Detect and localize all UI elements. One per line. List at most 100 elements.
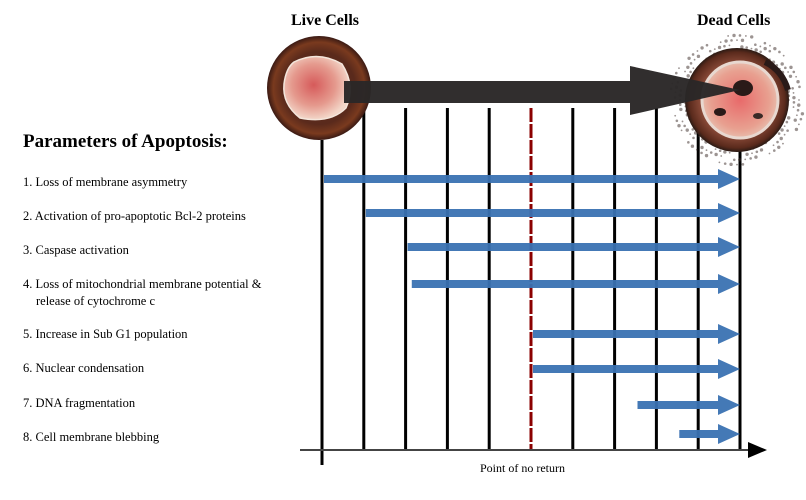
debris-particle xyxy=(683,124,686,128)
debris-particle xyxy=(791,86,794,90)
debris-particle xyxy=(693,58,696,61)
debris-particle xyxy=(773,46,777,51)
debris-particle xyxy=(708,49,712,53)
debris-particle xyxy=(686,65,690,70)
condensed-nucleus xyxy=(733,80,753,96)
parameter-arrow-8 xyxy=(679,424,740,444)
debris-particle xyxy=(695,148,698,151)
debris-particle xyxy=(689,62,693,65)
debris-particle xyxy=(795,75,798,78)
debris-particle xyxy=(755,150,759,154)
debris-particle xyxy=(782,54,785,57)
debris-particle xyxy=(777,132,781,135)
debris-particle xyxy=(797,103,801,107)
parameter-label-1: 1. Loss of membrane asymmetry xyxy=(23,175,188,189)
debris-particle xyxy=(730,39,733,42)
debris-particle xyxy=(677,123,681,128)
parameter-label-7: 7. DNA fragmentation xyxy=(23,396,136,410)
debris-particle xyxy=(728,151,731,154)
debris-particle xyxy=(736,163,738,166)
debris-particle xyxy=(776,140,779,144)
debris-particle xyxy=(786,116,791,120)
point-of-no-return-label: Point of no return xyxy=(480,461,565,475)
debris-particle xyxy=(700,151,703,155)
debris-particle xyxy=(792,70,796,74)
debris-particle xyxy=(687,56,691,60)
parameter-label-4: 4. Loss of mitochondrial membrane potent… xyxy=(23,277,262,291)
debris-particle xyxy=(727,35,730,37)
parameter-arrow-1 xyxy=(324,169,740,189)
parameter-arrow-4 xyxy=(411,274,740,294)
debris-particle xyxy=(674,71,678,75)
debris-particle xyxy=(738,158,742,162)
parameter-label-2: 2. Activation of pro-apoptotic Bcl-2 pro… xyxy=(23,209,246,223)
debris-particle xyxy=(783,133,786,136)
debris-particle xyxy=(759,45,762,48)
debris-particle xyxy=(787,71,789,73)
debris-particle xyxy=(741,163,745,166)
debris-particle xyxy=(782,142,784,145)
parameter-arrow-3 xyxy=(407,237,740,257)
debris-particle xyxy=(674,114,677,117)
debris-particle xyxy=(784,66,787,70)
debris-particle xyxy=(749,157,752,160)
debris-particle xyxy=(798,99,800,101)
debris-particle xyxy=(754,48,758,52)
membrane-bleb xyxy=(763,59,791,91)
debris-particle xyxy=(740,45,744,49)
debris-particle xyxy=(796,80,800,84)
debris-particle xyxy=(692,136,695,140)
debris-particle xyxy=(744,158,747,161)
debris-particle xyxy=(796,108,800,112)
parameter-label-8: 8. Cell membrane blebbing xyxy=(23,430,160,444)
live-cell-cytoplasm xyxy=(283,55,351,121)
debris-particle xyxy=(763,46,767,51)
debris-particle xyxy=(718,161,721,164)
debris-particle xyxy=(705,149,708,152)
parameter-arrows xyxy=(324,169,740,444)
debris-particle xyxy=(794,127,799,132)
dead-cell-image xyxy=(669,33,805,167)
debris-particle xyxy=(783,125,786,128)
debris-particle xyxy=(678,67,680,70)
debris-particle xyxy=(724,39,728,43)
debris-particle xyxy=(684,70,686,73)
debris-particle xyxy=(799,117,803,121)
parameters-heading: Parameters of Apoptosis: xyxy=(23,131,228,152)
debris-particle xyxy=(718,149,722,153)
debris-particle xyxy=(786,129,789,132)
debris-particle xyxy=(780,128,784,132)
debris-particle xyxy=(777,145,781,150)
debris-particle xyxy=(681,120,684,123)
parameter-label-5: 5. Increase in Sub G1 population xyxy=(23,327,188,341)
live-to-dead-arrow xyxy=(344,66,740,115)
debris-particle xyxy=(772,149,776,152)
dead-cells-title: Dead Cells xyxy=(697,12,771,29)
debris-particle xyxy=(780,62,784,66)
debris-particle xyxy=(729,162,733,167)
debris-particle xyxy=(719,41,722,44)
debris-particle xyxy=(792,92,795,94)
debris-particle xyxy=(709,151,713,154)
debris-particle xyxy=(792,101,796,104)
debris-particle xyxy=(738,34,742,37)
debris-particle xyxy=(772,144,775,147)
debris-particle xyxy=(728,44,731,47)
debris-particle xyxy=(779,136,783,141)
nuclear-fragment xyxy=(753,113,763,119)
debris-particle xyxy=(744,35,747,37)
nuclear-fragment xyxy=(714,108,726,116)
debris-particle xyxy=(717,45,722,50)
debris-particle xyxy=(691,53,695,56)
debris-particle xyxy=(685,128,689,132)
debris-particle xyxy=(714,152,718,157)
debris-particle xyxy=(785,120,789,124)
debris-particle xyxy=(740,38,745,43)
parameter-arrow-2 xyxy=(365,203,740,223)
debris-particle xyxy=(678,103,682,107)
debris-particle xyxy=(792,106,795,108)
debris-particle xyxy=(736,39,738,42)
debris-particle xyxy=(789,65,793,70)
debris-particle xyxy=(751,152,753,155)
debris-particle xyxy=(800,112,805,116)
